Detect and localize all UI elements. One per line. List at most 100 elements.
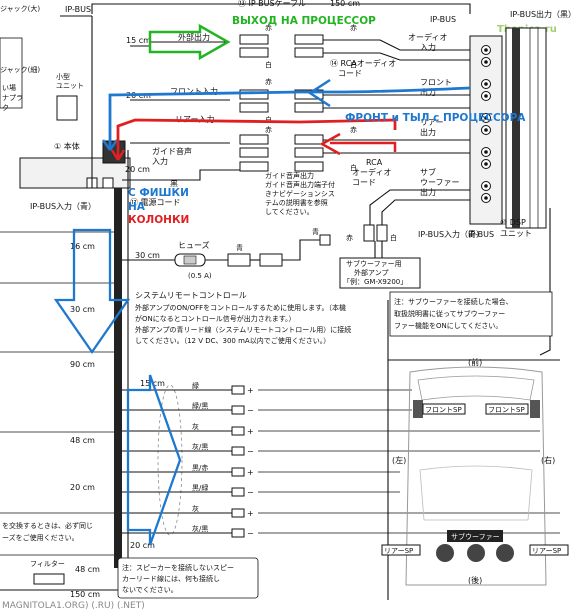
len-20c: 20 cm <box>130 541 155 550</box>
sub-note: 注：サブウーファーを接続した場合、 取扱説明書に従ってサブウーファー ファー機能… <box>394 297 513 330</box>
rca-section: 15 cm 外部出力 フロント入力 20 cm リアー入力 20 cm ガイド音… <box>122 24 470 242</box>
rca-code2-label-3: コード <box>352 178 376 187</box>
svg-text:外部アンプのON/OFFをコントロールするために使用します。: 外部アンプのON/OFFをコントロールするために使用します。（本機 <box>135 303 346 312</box>
ipbus-in-label: IP-BUS入力（青） <box>30 201 96 211</box>
speaker-wire-terminal <box>231 405 245 415</box>
svg-text:取扱説明書に従ってサブウーファー: 取扱説明書に従ってサブウーファー <box>394 309 505 318</box>
car-rear: (後) <box>468 575 482 585</box>
len-30: 30 cm <box>70 305 95 314</box>
car-layout: (前) (後) (左) (右) フロントSP フロントSP サブウーファー リア… <box>381 357 569 586</box>
rca-code-label-2: コード <box>338 69 362 78</box>
left-text-1: い場 <box>2 83 16 92</box>
speaker-wire-polarity: − <box>247 406 254 415</box>
rear-sp-right: リアーSP <box>532 547 561 555</box>
speaker-wire-color: 灰 <box>192 422 199 431</box>
front-out-label: 外部出力 <box>178 32 210 42</box>
rear-sp-left: リアーSP <box>384 547 413 555</box>
white-label-6: 白 <box>390 233 397 242</box>
filter-label: フィルター <box>30 559 65 568</box>
left-text-3: ク <box>2 104 9 112</box>
from-plug-label-2: НА <box>128 201 146 213</box>
speaker-wire-terminal <box>231 446 245 456</box>
svg-text:外部アンプの青リード線（システムリモートコントロール用）に接: 外部アンプの青リード線（システムリモートコントロール用）に接続 <box>135 325 351 334</box>
notice-line-1: を交換するときは、必ず同じ <box>2 521 93 530</box>
len-20b: 20 cm <box>125 165 150 174</box>
sub-out-1: サブ <box>420 167 436 177</box>
subwoofer-label: サブウーファー <box>451 532 500 541</box>
dsp-unit: オーディオ 入力 フロント 出力 リアー 出力 サブ ウーファー 出力 IP-B… <box>408 27 547 239</box>
svg-text:ガイド音声出力: ガイド音声出力 <box>265 171 314 180</box>
from-plug-label-3: КОЛОНКИ <box>128 214 189 226</box>
front-rear-label: ФРОНТ и ТЫЛ с ПРОЦЕССОРА <box>345 112 526 124</box>
speaker-wire-terminal <box>231 385 245 395</box>
car-front: (前) <box>468 357 482 367</box>
sub-amp-label-3: 「例：GM-X9200」 <box>343 277 407 286</box>
power-cord-label: ⑰ 電源コード <box>130 198 181 207</box>
speaker-wire-polarity: − <box>247 529 254 538</box>
red-label-6: 赤 <box>346 234 353 242</box>
small-unit-label-2: ユニット <box>56 82 84 90</box>
left-text-2: ナプラ <box>2 94 23 102</box>
front-sp-right: フロントSP <box>488 406 525 414</box>
svg-text:注：サブウーファーを接続した場合、: 注：サブウーファーを接続した場合、 <box>394 297 513 306</box>
dsp-label-1: ⑩ DSP <box>500 218 526 227</box>
speaker-wire-color: 緑 <box>192 381 199 390</box>
front-in-label: フロント入力 <box>170 86 218 96</box>
blue-label-2: 青 <box>312 227 319 236</box>
len-48: 48 cm <box>70 436 95 445</box>
speaker-wire-color: 灰/黒 <box>192 442 208 451</box>
svg-text:注：スピーカーを接続しないスピー: 注：スピーカーを接続しないスピー <box>122 563 234 572</box>
speaker-wire-terminal <box>231 508 245 518</box>
rca-code-label-1: ⑭ RCAオーディオ <box>330 58 396 68</box>
ipbus-in-r: IP-BUS入力（青） <box>418 229 484 239</box>
white-label-2: 白 <box>265 115 272 124</box>
len-15: 15 cm <box>126 36 151 45</box>
front-out-r-2: 出力 <box>420 87 436 97</box>
len-150b: 150 cm <box>70 590 100 599</box>
white-label-5: 白 <box>350 163 357 172</box>
ipbus-output-label: IP-BUS出力（黒） <box>510 9 576 19</box>
speaker-wire-polarity: − <box>247 447 254 456</box>
svg-text:がONになるとコントロール信号が出力されます。）: がONになるとコントロール信号が出力されます。） <box>135 314 296 323</box>
speaker-wire-color: 黒/赤 <box>192 464 208 472</box>
svg-text:してください。（12 V DC、300 mA以内でご使用くだ: してください。（12 V DC、300 mA以内でご使用ください。） <box>135 336 330 345</box>
red-label-1: 赤 <box>265 24 272 32</box>
speaker-wire-terminal <box>231 487 245 497</box>
red-label-2: 赤 <box>265 78 272 86</box>
svg-text:カーリード線には、何も接続し: カーリード線には、何も接続し <box>122 574 220 583</box>
ipbus-left-label: IP-BUS <box>65 5 91 14</box>
speaker-wire-polarity: + <box>247 468 254 477</box>
svg-text:テムの説明書を参照: テムの説明書を参照 <box>265 198 328 207</box>
speaker-wire-color: 灰 <box>192 504 199 513</box>
red-label-3: 赤 <box>265 126 272 134</box>
car-left: (左) <box>392 455 406 465</box>
from-plug-label-1: С ФИШКИ <box>128 187 189 199</box>
speaker-wire-color: 緑/黒 <box>192 401 208 410</box>
speaker-note: 注：スピーカーを接続しないスピー カーリード線には、何も接続し ないでください。 <box>122 563 234 594</box>
dsp-rca-jack-pin <box>484 60 488 64</box>
len-20: 20 cm <box>70 483 95 492</box>
dsp-rca-jack-pin <box>484 162 488 166</box>
red-label-5: 赤 <box>350 126 357 134</box>
fuse-section: 30 cm ヒューズ (0.5 A) 青 青 サブウーファー用 外部アンプ 「例… <box>122 227 421 289</box>
rear-out-r-2: 出力 <box>420 127 436 137</box>
speaker-wire-terminal <box>231 426 245 436</box>
white-label-1: 白 <box>265 60 272 69</box>
rear-in-label: リアー入力 <box>175 114 215 124</box>
blue-right-arrow <box>126 374 182 546</box>
dsp-rca-jack-pin <box>484 128 488 132</box>
len-90: 90 cm <box>70 360 95 369</box>
ipbus-cable-label: ⑬ IP-BUSケーブル <box>238 0 306 8</box>
red-label-4: 赤 <box>350 24 357 32</box>
guide-in-label-1: ガイド音声 <box>152 146 192 156</box>
svg-text:きナビゲーションシス: きナビゲーションシス <box>265 189 335 198</box>
footer-watermark: MAGNITOLA1.ORG) (.RU) (.NET) <box>2 601 145 611</box>
ipbus-r: IP-BUS <box>468 230 494 239</box>
dsp-label-2: ユニット <box>500 229 532 238</box>
svg-text:ガイド音声出力端子付: ガイド音声出力端子付 <box>265 180 335 189</box>
guide-in-label-2: 入力 <box>152 156 168 166</box>
green-arrow <box>148 23 231 61</box>
dsp-rca-jack-pin <box>484 196 488 200</box>
rca-connectors <box>239 34 324 172</box>
